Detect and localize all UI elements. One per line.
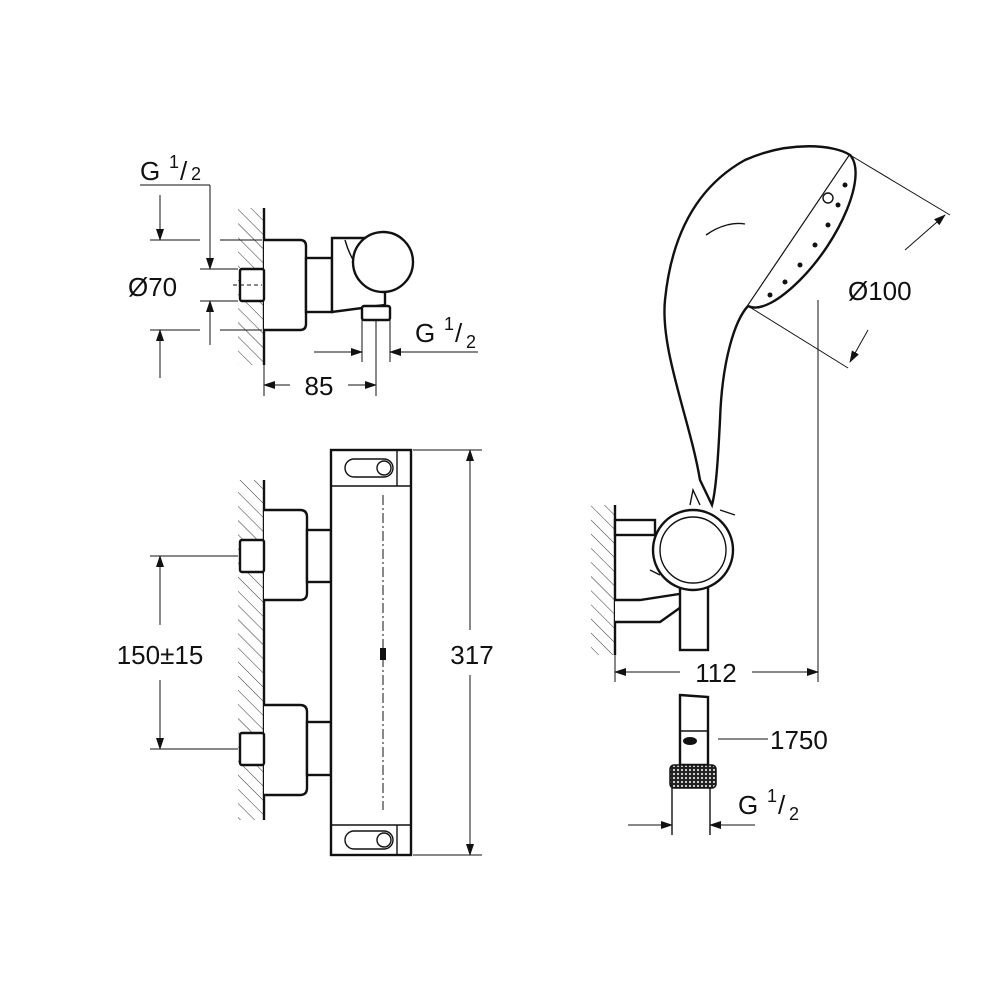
svg-text:G: G (140, 156, 160, 186)
hose-view: 1750 G 1 / 2 (628, 693, 828, 835)
svg-text:2: 2 (789, 804, 799, 824)
inlet-spacing-label: 150±15 (117, 640, 204, 670)
svg-text:G: G (415, 318, 435, 348)
wall-hatch (591, 505, 615, 655)
hand-shower-view: Ø100 112 (591, 145, 951, 688)
svg-text:/: / (778, 790, 786, 820)
connector (304, 256, 334, 314)
length-317-label: 317 (450, 640, 493, 670)
svg-text:1: 1 (767, 786, 777, 806)
diameter-100-label: Ø100 (848, 276, 912, 306)
diameter-70-label: Ø70 (128, 272, 177, 302)
eccentric-cover (264, 238, 308, 332)
eccentric-upper (264, 508, 309, 602)
thread-label-outlet: G 1 / 2 (415, 314, 476, 352)
hose-top (678, 583, 710, 652)
inlet-lower (238, 731, 266, 767)
hose-length-label: 1750 (770, 725, 828, 755)
outlet-nut (360, 304, 392, 322)
svg-text:G: G (738, 790, 758, 820)
knurled-nut (669, 764, 717, 789)
mixer-side-view: G 1 / 2 Ø70 85 G 1 / 2 (128, 152, 478, 401)
svg-text:2: 2 (466, 332, 476, 352)
temperature-handle-slot (344, 458, 394, 478)
svg-text:2: 2 (191, 164, 201, 184)
outlet-knob (351, 230, 415, 294)
eccentric-lower (264, 703, 309, 797)
holder-knob (651, 508, 735, 592)
svg-text:/: / (180, 156, 188, 186)
svg-text:/: / (455, 318, 463, 348)
depth-85-label: 85 (305, 371, 334, 401)
svg-text:1: 1 (169, 152, 179, 172)
svg-text:1: 1 (444, 314, 454, 334)
hose-end (678, 693, 710, 767)
thermostat-body (329, 448, 413, 857)
flow-handle-slot (344, 830, 394, 850)
wall-hatch (238, 480, 264, 820)
projection-112-label: 112 (695, 658, 736, 688)
shower-handle (663, 145, 852, 509)
mixer-front-view: 150±15 317 (117, 448, 494, 857)
thread-label-top-left: G 1 / 2 (140, 152, 201, 186)
inlet-upper (238, 538, 266, 574)
thread-label-hose: G 1 / 2 (738, 786, 799, 824)
